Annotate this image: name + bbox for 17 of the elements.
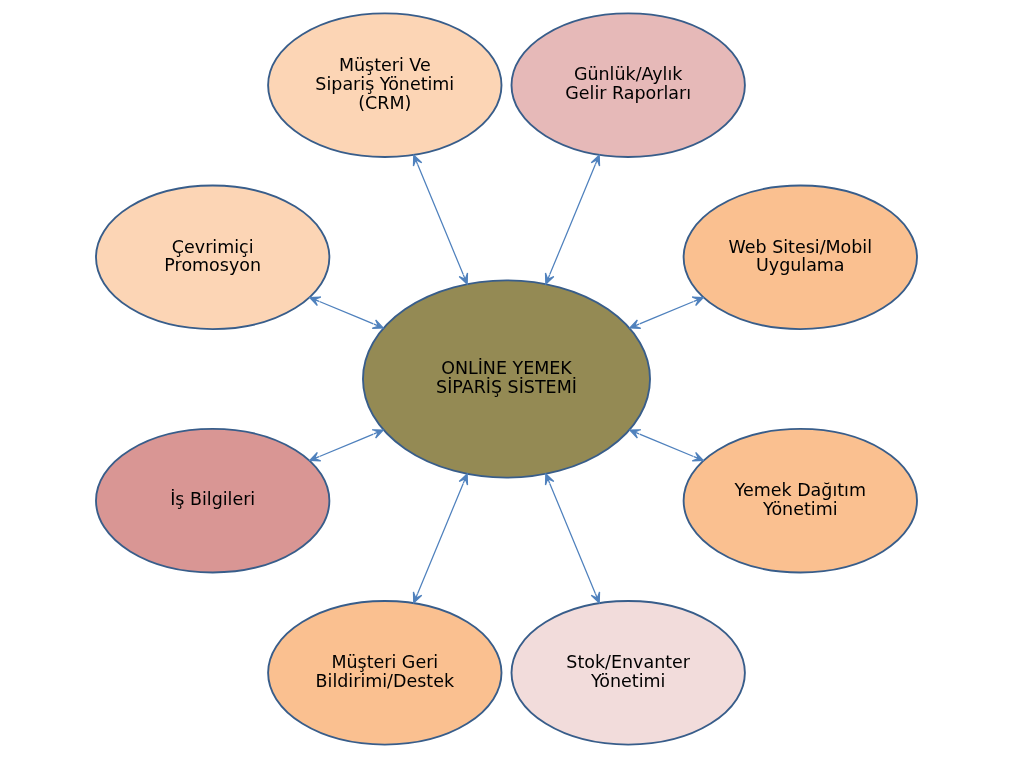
arrow: [412, 473, 468, 604]
arrow: [308, 296, 384, 329]
node-ellipse: Çevrimiçi Promosyon: [94, 184, 330, 330]
arrow: [544, 154, 600, 285]
arrow: [412, 154, 468, 285]
node-ellipse: Web Sitesi/Mobil Uygulama: [682, 184, 918, 330]
arrow: [544, 473, 600, 604]
node-ellipse: ONLİNE YEMEK SİPARİŞ SİSTEMİ: [361, 279, 651, 479]
node-ellipse: Yemek Dağıtım Yönetimi: [682, 428, 918, 574]
node-ellipse: Stok/Envanter Yönetimi: [510, 600, 746, 746]
arrow: [308, 429, 384, 462]
node-ellipse: İş Bilgileri: [94, 428, 330, 574]
node-ellipse: Müşteri Ve Sipariş Yönetimi (CRM): [266, 12, 502, 158]
node-ellipse: Müşteri Geri Bildirimi/Destek: [266, 600, 502, 746]
arrow: [628, 296, 704, 329]
node-ellipse: Günlük/Aylık Gelir Raporları: [510, 12, 746, 158]
arrow: [628, 429, 704, 462]
